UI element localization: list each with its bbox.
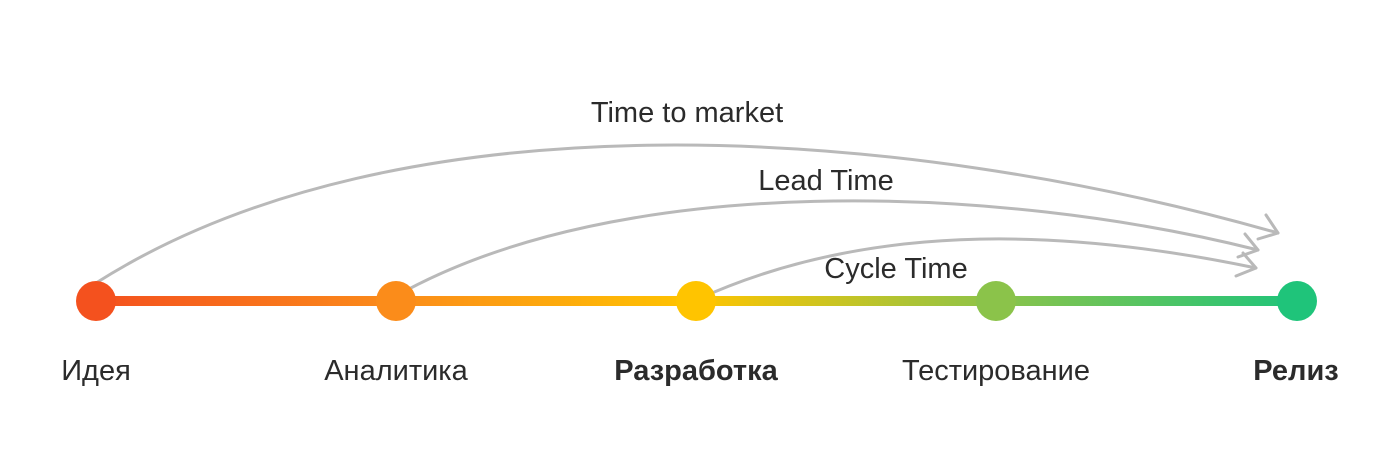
stage-node-release — [1277, 281, 1317, 321]
cycle-time-label: Cycle Time — [824, 253, 967, 285]
cycle-time-arrowhead — [1234, 251, 1258, 278]
stage-label-idea: Идея — [61, 355, 131, 387]
stage-label-testing: Тестирование — [902, 355, 1090, 387]
time-to-market-arrowhead — [1256, 213, 1280, 241]
lead-time-arc — [394, 199, 1260, 298]
cycle-time-arc — [694, 237, 1258, 302]
stage-node-development — [676, 281, 716, 321]
stage-label-analytics: Аналитика — [324, 355, 468, 387]
time-to-market-arc — [94, 143, 1280, 285]
metric-arcs — [94, 143, 1280, 302]
stage-node-idea — [76, 281, 116, 321]
stage-node-testing — [976, 281, 1016, 321]
stage-node-analytics — [376, 281, 416, 321]
stage-label-development: Разработка — [614, 355, 778, 387]
lead-time-label: Lead Time — [758, 165, 893, 197]
time-to-market-label: Time to market — [591, 97, 783, 129]
stage-nodes — [76, 281, 1317, 321]
stage-label-release: Релиз — [1253, 355, 1338, 387]
